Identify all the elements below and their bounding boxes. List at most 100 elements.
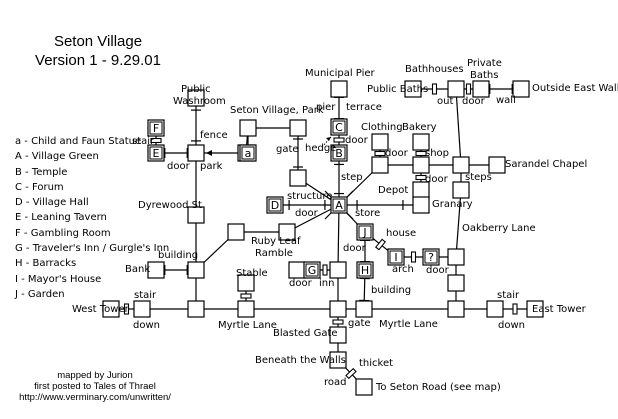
room-beneath-the-walls[interactable]: [329, 351, 347, 369]
room-unknown[interactable]: [422, 248, 440, 266]
room-letter: J: [362, 226, 366, 239]
room-village-green[interactable]: [330, 196, 348, 214]
label-municipal-pier: Municipal Pier: [305, 68, 375, 79]
room-node[interactable]: [447, 300, 465, 318]
label-door-d: door: [295, 208, 318, 219]
room-node[interactable]: [187, 206, 205, 224]
room-node[interactable]: [289, 169, 307, 187]
room-node[interactable]: [227, 223, 245, 241]
room-barracks[interactable]: [356, 261, 374, 279]
room-public-washroom[interactable]: [187, 89, 205, 107]
legend-item: E - Leaning Tavern: [15, 212, 107, 224]
door-icon: [333, 137, 345, 143]
door-icon: [431, 83, 438, 95]
label-bakery: Bakery: [402, 122, 437, 133]
arrow-head-icon: [326, 137, 331, 141]
label-dyrewood-st: Dyrewood St: [138, 200, 202, 211]
room-clothing[interactable]: [371, 133, 389, 151]
room-leaning-tavern[interactable]: [147, 144, 165, 162]
room-stable[interactable]: [237, 274, 255, 292]
room-letter: F: [153, 122, 159, 135]
room-node[interactable]: [278, 223, 296, 241]
room-node[interactable]: [355, 300, 373, 318]
room-temple[interactable]: [330, 144, 348, 162]
door-icon: [375, 238, 386, 251]
door-icon: [322, 264, 328, 276]
room-municipal-pier[interactable]: [330, 80, 348, 98]
label-depot: Depot: [378, 185, 409, 196]
label-to-seton-road[interactable]: To Seton Road (see map): [376, 382, 501, 393]
arrow-head-icon: [206, 150, 212, 156]
room-letter: B: [335, 147, 343, 160]
legend-item: H - Barracks: [15, 258, 77, 270]
room-node[interactable]: [288, 261, 306, 279]
door-icon: [332, 319, 344, 325]
label-washroom: Washroom: [173, 96, 226, 107]
room-sarandel-chapel[interactable]: [488, 156, 506, 174]
room-node[interactable]: [187, 144, 205, 162]
room-east-tower[interactable]: [526, 300, 544, 318]
label-hedge: hedge: [305, 143, 337, 154]
room-granary[interactable]: [412, 196, 430, 214]
label-clothing: Clothing: [361, 122, 403, 133]
label-door-e: door: [167, 161, 190, 172]
label-stair-e: stair: [497, 290, 520, 301]
room-node[interactable]: [452, 181, 470, 199]
room-node[interactable]: [133, 300, 151, 318]
room-inner-frame: [149, 121, 163, 135]
room-blasted-gate[interactable]: [329, 326, 347, 344]
room-node[interactable]: [187, 261, 205, 279]
room-node[interactable]: [371, 156, 389, 174]
room-node[interactable]: [486, 300, 504, 318]
room-node[interactable]: [329, 261, 347, 279]
room-node[interactable]: [447, 248, 465, 266]
label-out: out: [437, 96, 454, 107]
room-node[interactable]: [447, 274, 465, 292]
label-house: house: [386, 228, 417, 239]
label-fence: fence: [200, 130, 228, 141]
legend-item: F - Gambling Room: [15, 227, 111, 239]
label-door-g: door: [289, 278, 312, 289]
credit-url[interactable]: http://www.verminary.com/unwritten/: [19, 392, 171, 403]
room-village-hall[interactable]: [266, 196, 284, 214]
label-pier: pier: [316, 102, 336, 113]
label-door-j: door: [343, 243, 366, 254]
room-outside-east-wall[interactable]: [512, 80, 530, 98]
room-node[interactable]: [329, 300, 347, 318]
room-statue[interactable]: [239, 144, 257, 162]
label-ramble: Ramble: [255, 248, 293, 259]
label-public: Public: [181, 84, 211, 95]
label-east-tower: East Tower: [532, 304, 586, 315]
room-west-tower[interactable]: [102, 300, 120, 318]
label-door-bath: door: [462, 96, 485, 107]
room-to-seton-road[interactable]: [355, 378, 373, 396]
label-road: road: [324, 377, 347, 388]
room-node[interactable]: [452, 156, 470, 174]
room-node[interactable]: [187, 300, 205, 318]
room-private-baths[interactable]: [472, 80, 490, 98]
room-gambling-room[interactable]: [147, 119, 165, 137]
path-bathhouses-oak1: [455, 88, 462, 166]
room-seton-village-park[interactable]: [239, 119, 257, 137]
room-node[interactable]: [237, 300, 255, 318]
room-public-baths[interactable]: [404, 80, 422, 98]
label-building-bank: building: [158, 250, 199, 261]
label-outside-east-wall: Outside East Wall: [532, 83, 618, 94]
room-inner-frame: [358, 263, 372, 277]
door-icon: [345, 367, 357, 380]
room-bakery[interactable]: [412, 133, 430, 151]
label-ruby-leaf: Ruby Leaf: [251, 236, 301, 247]
room-bank[interactable]: [147, 261, 165, 279]
room-mayors-house[interactable]: [387, 248, 405, 266]
hedge-arrow: [321, 136, 332, 148]
room-forum[interactable]: [330, 118, 348, 136]
path-oak2-oak3: [455, 189, 462, 258]
room-garden[interactable]: [356, 223, 374, 241]
room-node[interactable]: [412, 156, 430, 174]
room-travelers-inn[interactable]: [303, 261, 321, 279]
room-node[interactable]: [289, 119, 307, 137]
exit-stub: [324, 212, 332, 220]
room-bathhouses[interactable]: [447, 80, 465, 98]
label-oakberry-lane: Oakberry Lane: [462, 223, 536, 234]
